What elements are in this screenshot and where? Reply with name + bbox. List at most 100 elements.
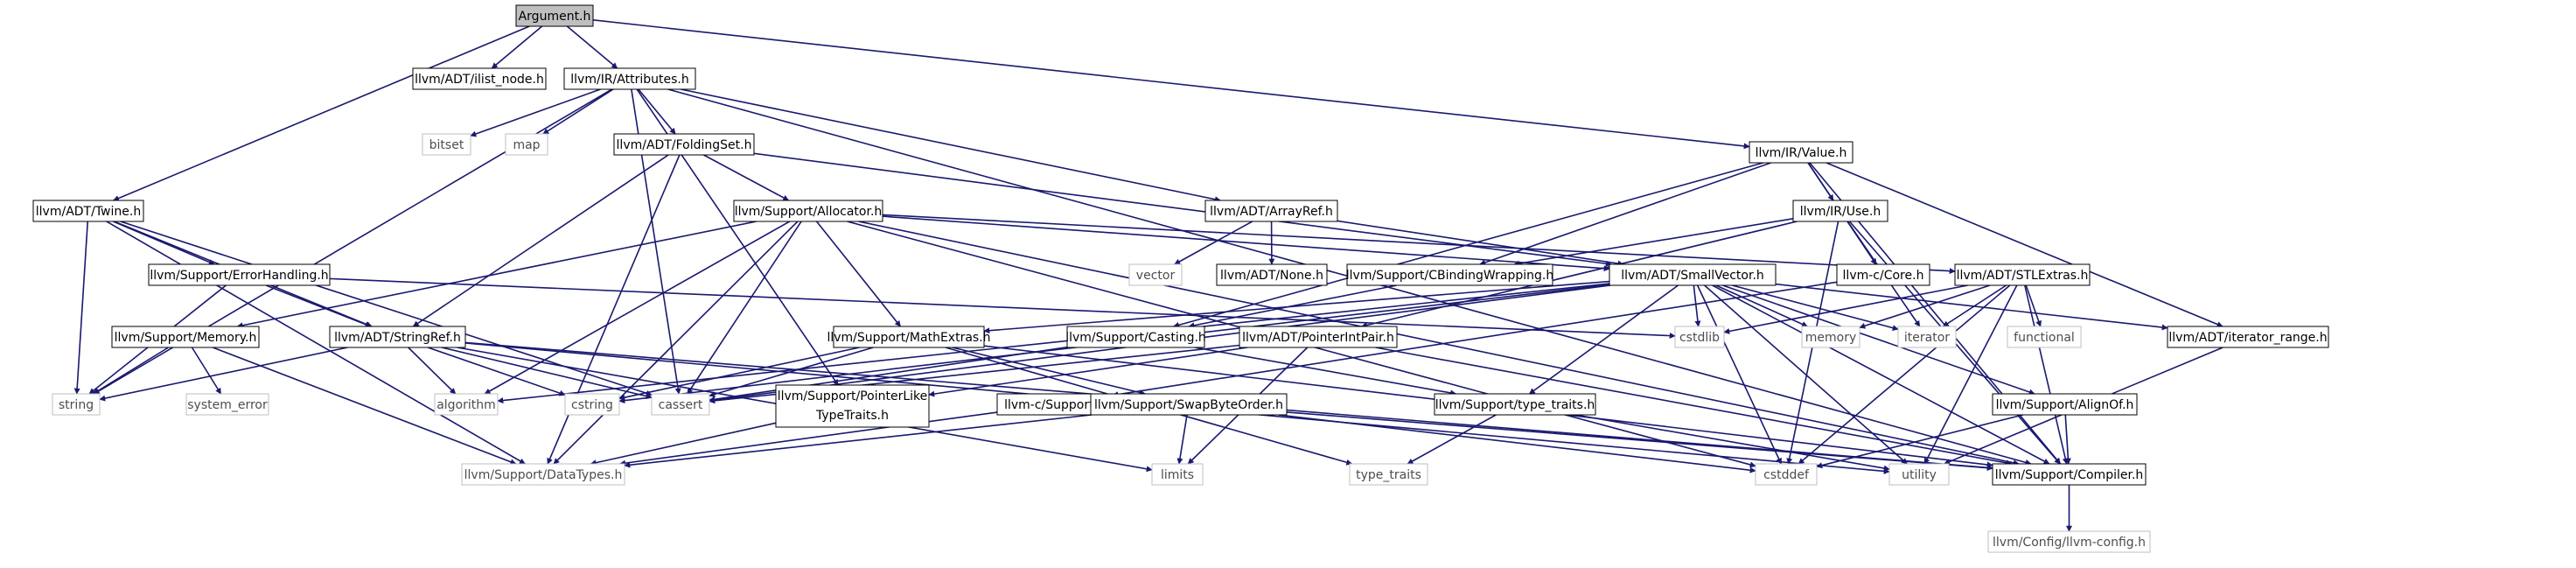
edge-casting-h-to-type-traits-h [1194, 347, 1457, 396]
node-cstring-box [564, 393, 620, 416]
edge-attributes-h-to-bitset [470, 88, 601, 137]
node-type-traits-box [1349, 463, 1428, 486]
node-system-error-box [185, 393, 269, 416]
node-llvm-config-h-box [1987, 530, 2151, 553]
edge-allocator-h-to-datatypes-h [553, 221, 799, 465]
node-alignof-h[interactable]: llvm/Support/AlignOf.h [1992, 393, 2138, 416]
node-foldingset-h[interactable]: llvm/ADT/FoldingSet.h [613, 133, 755, 156]
node-value-h[interactable]: llvm/IR/Value.h [1749, 141, 1853, 164]
node-pointerliketypetraits-h-box [775, 384, 930, 428]
edge-smallvector-h-to-alignof-h [1722, 284, 2035, 396]
node-swapbyteorder-h[interactable]: llvm/Support/SwapByteOrder.h [1090, 393, 1288, 416]
node-none-h-box [1216, 263, 1328, 286]
node-ilist-node-h[interactable]: llvm/ADT/ilist_node.h [412, 67, 547, 90]
node-ilist-node-h-label: llvm/ADT/ilist_node.h [415, 73, 544, 87]
node-datatypes-h: llvm/Support/DataTypes.h [461, 463, 625, 486]
edge-attributes-h-to-arrayref-h [681, 88, 1221, 203]
node-arrayref-h[interactable]: llvm/ADT/ArrayRef.h [1204, 200, 1338, 222]
node-functional-box [2007, 326, 2082, 348]
edge-smallvector-h-to-iterator [1732, 284, 1899, 332]
node-twine-h[interactable]: llvm/ADT/Twine.h [32, 200, 144, 222]
node-memory-h-label: llvm/Support/Memory.h [115, 331, 257, 345]
node-cbindingwrapping-h[interactable]: llvm/Support/CBindingWrapping.h [1346, 263, 1553, 286]
edge-arrayref-h-to-smallvector-h [1337, 220, 1624, 267]
node-core-h[interactable]: llvm-c/Core.h [1836, 263, 1930, 286]
node-smallvector-h[interactable]: llvm/ADT/SmallVector.h [1609, 263, 1777, 286]
node-iterator-range-h[interactable]: llvm/ADT/iterator_range.h [2167, 326, 2329, 348]
node-core-h-box [1836, 263, 1930, 286]
node-utility-label: utility [1902, 468, 1937, 482]
edge-stlextras-h-to-cstddef [1798, 284, 2011, 465]
node-core-h-label: llvm-c/Core.h [1843, 269, 1924, 283]
node-arrayref-h-label: llvm/ADT/ArrayRef.h [1210, 205, 1333, 219]
node-type-traits-h-label: llvm/Support/type_traits.h [1435, 398, 1595, 412]
node-cstdlib-box [1674, 326, 1725, 348]
node-iterator-range-h-box [2167, 326, 2329, 348]
node-allocator-h-box [733, 200, 883, 222]
node-none-h[interactable]: llvm/ADT/None.h [1216, 263, 1328, 286]
node-functional-label: functional [2014, 331, 2075, 345]
node-errorhandling-h-label: llvm/Support/ErrorHandling.h [150, 269, 328, 283]
edge-value-h-to-cbindingwrapping-h [1479, 162, 1771, 266]
node-string-label: string [59, 398, 94, 412]
node-vector: vector [1128, 263, 1183, 286]
edge-errorhandling-h-to-stringref-h [265, 284, 372, 327]
node-mathextras-h[interactable]: llvm/Support/MathExtras.h [827, 326, 991, 348]
node-type-traits-h[interactable]: llvm/Support/type_traits.h [1434, 393, 1596, 416]
node-cassert-label: cassert [659, 398, 703, 412]
node-memory-h[interactable]: llvm/Support/Memory.h [111, 326, 260, 348]
node-algorithm-box [434, 393, 499, 416]
node-attributes-h-label: llvm/IR/Attributes.h [570, 73, 688, 87]
node-vector-box [1128, 263, 1183, 286]
node-pointerintpair-h-box [1239, 326, 1398, 348]
node-map-box [505, 133, 548, 156]
node-attributes-h-box [563, 67, 696, 90]
node-errorhandling-h[interactable]: llvm/Support/ErrorHandling.h [148, 263, 331, 286]
node-argument-h-label: Argument.h [519, 10, 591, 24]
node-llvm-config-h: llvm/Config/llvm-config.h [1987, 530, 2151, 553]
node-pointerintpair-h[interactable]: llvm/ADT/PointerIntPair.h [1239, 326, 1398, 348]
edge-memory-h-to-system-error [191, 347, 222, 395]
node-cstring-label: cstring [571, 398, 613, 412]
node-string: string [52, 393, 101, 416]
node-smallvector-h-box [1609, 263, 1777, 286]
edge-smallvector-h-to-utility [1704, 284, 1908, 465]
node-compiler-h-label: llvm/Support/Compiler.h [1995, 468, 2144, 482]
node-attributes-h[interactable]: llvm/IR/Attributes.h [563, 67, 696, 90]
node-compiler-h[interactable]: llvm/Support/Compiler.h [1992, 463, 2147, 486]
node-mathextras-h-box [833, 326, 985, 348]
node-use-h-box [1792, 200, 1888, 222]
edge-smallvector-h-to-compiler-h [1712, 284, 2050, 465]
node-argument-h-box [515, 4, 594, 27]
edge-stlextras-h-to-iterator [1942, 284, 2007, 327]
node-memory-box [1801, 326, 1860, 348]
edge-use-h-to-pointerintpair-h [1361, 221, 1798, 328]
header-nodes: Argument.h llvm/ADT/ilist_node.h llvm/IR/A… [32, 4, 2329, 553]
node-casting-h[interactable]: llvm/Support/Casting.h [1065, 326, 1206, 348]
edge-smallvector-h-to-cstdlib [1693, 284, 1701, 327]
node-argument-h[interactable]: Argument.h [515, 4, 594, 27]
node-system-error-label: system_error [187, 398, 268, 412]
edge-twine-h-to-datatypes-h [106, 221, 526, 465]
node-map: map [505, 133, 548, 156]
edge-value-h-to-iterator-range-h [1826, 162, 2223, 327]
edge-stlextras-h-to-functional [2025, 284, 2042, 327]
node-stringref-h[interactable]: llvm/ADT/StringRef.h [329, 326, 466, 348]
node-iterator: iterator [1897, 326, 1957, 348]
node-ilist-node-h-box [412, 67, 547, 90]
node-casting-h-label: llvm/Support/Casting.h [1065, 331, 1206, 345]
edge-memory-h-to-datatypes-h [212, 347, 517, 466]
node-stlextras-h[interactable]: llvm/ADT/STLExtras.h [1954, 263, 2091, 286]
edge-allocator-h-to-memory-h [236, 221, 757, 329]
edge-argument-h-to-twine-h [113, 25, 530, 201]
node-twine-h-label: llvm/ADT/Twine.h [36, 205, 141, 219]
node-allocator-h[interactable]: llvm/Support/Allocator.h [733, 200, 883, 222]
node-support-h-label: llvm-c/Support.h [1004, 398, 1106, 412]
edge-mathextras-h-to-swapbyteorder-h [952, 347, 1146, 396]
edge-twine-h-to-string [73, 221, 89, 395]
node-use-h[interactable]: llvm/IR/Use.h [1792, 200, 1888, 222]
edge-swapbyteorder-h-to-compiler-h [1286, 411, 1993, 472]
node-cstdlib-label: cstdlib [1679, 331, 1720, 345]
